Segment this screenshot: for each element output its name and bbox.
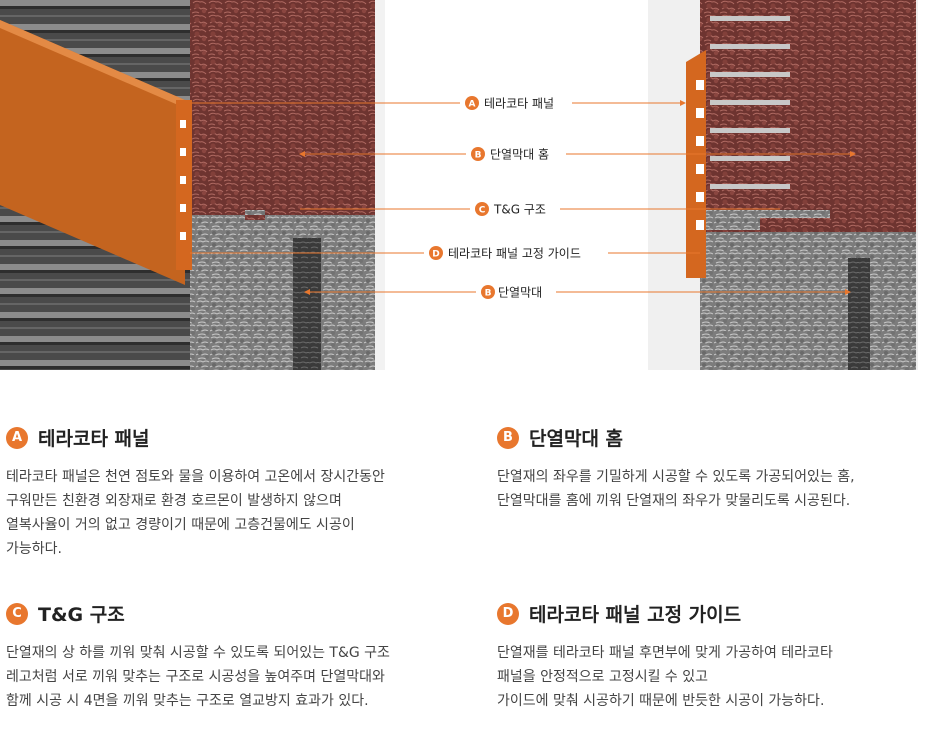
svg-text:단열막대 홈: 단열막대 홈 — [490, 148, 549, 162]
section-c: C T&G 구조 단열재의 상 하를 끼워 맞춰 시공할 수 있도록 되어있는 … — [6, 600, 446, 713]
section-c-badge: C — [6, 602, 28, 625]
section-b: B 단열막대 홈 단열재의 좌우를 기밀하게 시공할 수 있도록 가공되어있는 … — [497, 424, 936, 513]
section-a-badge: A — [6, 426, 28, 449]
callout-c: C T&G 구조 — [470, 199, 560, 219]
section-b-title: B 단열막대 홈 — [497, 424, 936, 451]
callout-a: A 테라코타 패널 — [460, 93, 572, 113]
section-d: D 테라코타 패널 고정 가이드 단열재를 테라코타 패널 후면부에 맞게 가공… — [497, 600, 936, 713]
svg-text:D: D — [432, 250, 439, 260]
section-d-body: 단열재를 테라코타 패널 후면부에 맞게 가공하여 테라코타 패널을 안정적으로… — [497, 645, 833, 709]
callout-d: D 테라코타 패널 고정 가이드 — [424, 243, 608, 263]
terracotta-panel-diagram: A 테라코타 패널 B 단열막대 홈 C T&G 구조 D 테라코타 패널 고정… — [0, 0, 918, 370]
section-d-title: D 테라코타 패널 고정 가이드 — [497, 600, 936, 627]
svg-text:테라코타 패널 고정 가이드: 테라코타 패널 고정 가이드 — [448, 247, 581, 261]
section-d-badge: D — [497, 602, 519, 625]
section-c-title: C T&G 구조 — [6, 600, 446, 627]
section-a-title: A 테라코타 패널 — [6, 424, 446, 451]
section-a-body: 테라코타 패널은 천연 점토와 물을 이용하여 고온에서 장시간동안 구워만든 … — [6, 469, 385, 557]
svg-text:B: B — [485, 289, 492, 299]
svg-text:단열막대: 단열막대 — [498, 286, 542, 300]
section-b-body: 단열재의 좌우를 기밀하게 시공할 수 있도록 가공되어있는 홈, 단열막대를 … — [497, 469, 855, 509]
right-cross-section — [648, 0, 918, 370]
left-cross-section — [0, 0, 385, 370]
callout-arrowheads — [299, 100, 856, 295]
svg-text:T&G 구조: T&G 구조 — [493, 203, 546, 217]
callout-b-groove: B 단열막대 홈 — [466, 144, 566, 164]
section-b-badge: B — [497, 426, 519, 449]
section-c-body: 단열재의 상 하를 끼워 맞춰 시공할 수 있도록 되어있는 T&G 구조 레고… — [6, 645, 390, 709]
svg-text:A: A — [469, 100, 476, 110]
callout-lines — [190, 102, 850, 293]
svg-text:B: B — [475, 151, 482, 161]
svg-text:C: C — [479, 206, 486, 216]
svg-text:테라코타 패널: 테라코타 패널 — [484, 97, 554, 111]
callout-b-rod: B 단열막대 — [476, 282, 556, 302]
section-a: A 테라코타 패널 테라코타 패널은 천연 점토와 물을 이용하여 고온에서 장… — [6, 424, 446, 561]
